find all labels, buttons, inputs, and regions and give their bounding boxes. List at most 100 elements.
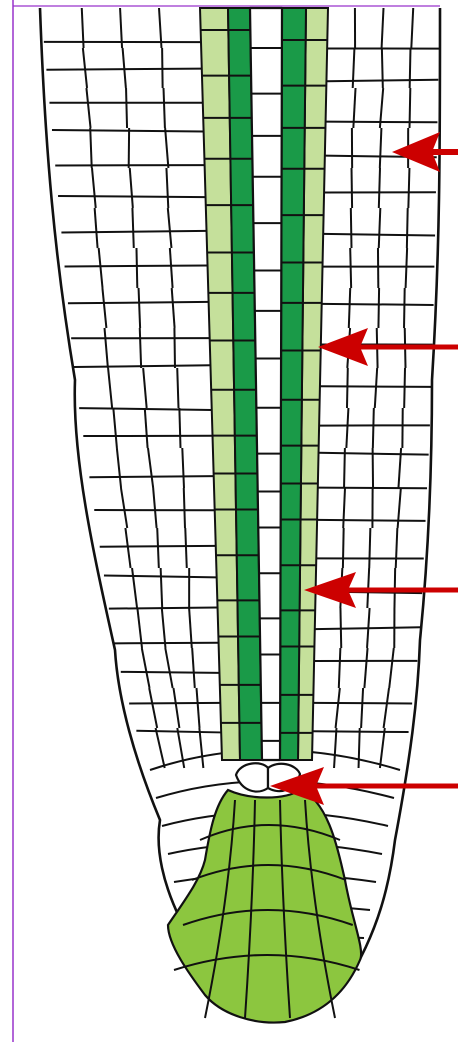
cortex-cell-wall xyxy=(343,488,345,528)
arrow-cortex-cell xyxy=(392,132,458,172)
cortex-cell-wall xyxy=(162,48,163,88)
cortex-cell-wall xyxy=(339,648,341,688)
cortex-cell-wall xyxy=(367,608,370,648)
cortex-cell-wall xyxy=(161,568,163,608)
cortex-cell-wall xyxy=(373,408,374,448)
cortex-cell-wall xyxy=(185,528,187,568)
cortex-cell-wall xyxy=(364,648,367,688)
cortex-cell-wall xyxy=(379,208,381,248)
cortex-cell-wall xyxy=(137,608,142,648)
root-cap xyxy=(168,790,361,1023)
cortex-cell-wall xyxy=(380,728,385,768)
cortex-cell-wall xyxy=(406,248,408,288)
cortex-cell-wall xyxy=(165,128,168,168)
cortex-cell-wall xyxy=(52,130,204,132)
cortex-cell-wall xyxy=(380,128,382,168)
cortex-cell-wall xyxy=(126,88,127,128)
cortex-cell-wall xyxy=(346,408,348,448)
cortex-cell-wall xyxy=(92,168,96,208)
cortex-cell-wall xyxy=(325,122,437,123)
cortex-cell-wall xyxy=(334,728,336,768)
cortex-cell-wall xyxy=(179,408,180,448)
cortex-cell-wall xyxy=(322,304,434,305)
cortex-cell-wall xyxy=(378,288,379,328)
cortex-cell-wall xyxy=(99,248,103,288)
cortex-cell-wall xyxy=(114,643,219,644)
cortex-cell-wall xyxy=(105,328,108,368)
cortex-cell-wall xyxy=(148,448,153,488)
cortex-cell-wall xyxy=(411,8,413,48)
cortex-cell-wall xyxy=(389,648,394,688)
cortex-cell-wall xyxy=(398,488,401,528)
cortex-cell-wall xyxy=(408,168,409,208)
cortex-cell-wall xyxy=(172,288,175,328)
cortex-cell-wall xyxy=(174,328,175,368)
cortex-cell-wall xyxy=(170,248,173,288)
cortex-cell-wall xyxy=(90,128,92,168)
cortex-cell-wall xyxy=(173,688,179,728)
cortex-cell-wall xyxy=(136,248,137,288)
cortex-cell-wall xyxy=(343,528,344,568)
cortex-cell-wall xyxy=(192,648,195,688)
cortex-cell-wall xyxy=(109,608,218,609)
cortex-cell-wall xyxy=(384,688,389,728)
cortex-cell-wall xyxy=(353,48,355,88)
cortex-cell-wall xyxy=(361,688,363,728)
cortex-cell-wall xyxy=(340,608,341,648)
cortex-cell-wall xyxy=(347,368,348,408)
quiescent-center-cell-left xyxy=(236,763,268,791)
cortex-cell-wall xyxy=(164,88,165,128)
cortex-cell-wall xyxy=(139,288,141,328)
cortex-cell-wall xyxy=(404,288,405,328)
arrow-endodermis-cell-file xyxy=(304,572,458,608)
cortex-cell-wall xyxy=(168,208,172,248)
cortex-cell-wall xyxy=(149,688,157,728)
cortex-cell-wall xyxy=(95,208,98,248)
cortex-cell-wall xyxy=(125,528,130,568)
cortex-cell-wall xyxy=(177,368,178,408)
cortex-cell-wall xyxy=(197,688,200,728)
cortex-cell-wall xyxy=(317,520,425,521)
cortex-cell-wall xyxy=(382,8,384,48)
cortex-cell-wall xyxy=(404,368,405,408)
cortex-cell-wall xyxy=(351,208,352,248)
stele xyxy=(200,8,328,760)
cortex-cell-wall xyxy=(359,728,360,768)
cortex-cell-wall xyxy=(410,88,411,128)
cortex-cell-wall xyxy=(153,488,156,528)
cortex-cell-wall xyxy=(74,365,211,367)
cortex-cell-wall xyxy=(86,88,90,128)
cortex-cell-wall xyxy=(382,48,383,88)
cortex-cell-wall xyxy=(123,48,126,88)
cortex-cell-wall xyxy=(350,248,351,288)
cortex-cell-wall xyxy=(349,288,350,328)
cortex-cell-wall xyxy=(132,568,137,608)
cortex-cell-wall xyxy=(130,168,133,208)
cortex-cell-wall xyxy=(142,648,150,688)
cortex-cell-wall xyxy=(165,648,172,688)
cortex-cell-wall xyxy=(182,448,184,488)
cortex-cell-wall xyxy=(352,168,353,208)
cortex-cell-wall xyxy=(166,168,168,208)
cortex-cell-wall xyxy=(117,448,121,488)
arrow-pericycle-cell-file xyxy=(318,328,458,366)
cortex-cell-wall xyxy=(344,448,345,488)
cortex-cell-wall xyxy=(132,208,133,248)
cortex-cell-wall xyxy=(157,528,159,568)
cortex-cell-wall xyxy=(83,48,87,88)
cortex-cell-wall xyxy=(143,368,147,408)
cortex-cell-wall xyxy=(145,408,148,448)
cortex-cell-wall xyxy=(375,368,377,408)
cortex-cell-wall xyxy=(199,728,203,768)
cortex-cell-wall xyxy=(396,528,398,568)
cortex-cell-wall xyxy=(108,368,112,408)
cortex-cell-wall xyxy=(140,328,141,368)
cortex-cell-wall xyxy=(156,728,165,768)
cortex-cell-wall xyxy=(407,208,408,248)
cortex-cell-wall xyxy=(102,288,106,328)
cortex-cell-wall xyxy=(113,408,117,448)
cortex-cell-wall xyxy=(162,608,166,648)
cortex-cell-wall xyxy=(121,488,127,528)
cortex-cell-wall xyxy=(336,688,340,728)
